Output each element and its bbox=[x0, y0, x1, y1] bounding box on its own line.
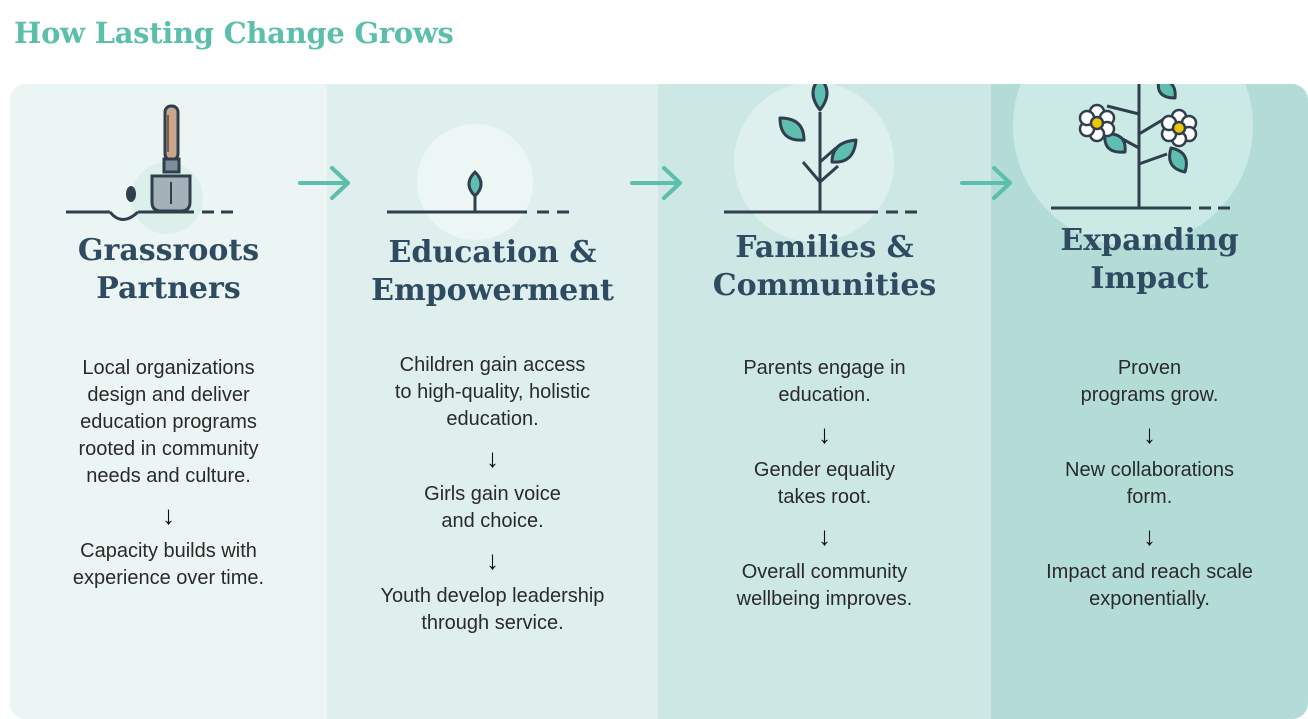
flow-arrow-icon bbox=[298, 166, 350, 200]
step-text: New collaborations form. bbox=[1065, 459, 1234, 508]
heading-line: Empowerment bbox=[371, 273, 614, 308]
step-text: Local organizations design and deliver e… bbox=[78, 357, 259, 487]
down-arrow-icon: ↓ bbox=[818, 419, 831, 449]
heading-line: Impact bbox=[1090, 261, 1209, 296]
step-text: Overall community wellbeing improves. bbox=[736, 561, 913, 610]
flow-arrow-icon bbox=[630, 166, 682, 200]
flowering-plant-icon bbox=[1013, 84, 1253, 246]
stage-heading-families: Families & Communities bbox=[658, 229, 991, 305]
stage-heading-education: Education & Empowerment bbox=[327, 234, 658, 310]
down-arrow-icon: ↓ bbox=[486, 545, 499, 575]
down-arrow-icon: ↓ bbox=[1143, 521, 1156, 551]
stage-steps-education: Children gain access to high-quality, ho… bbox=[327, 352, 658, 637]
step-text: Children gain access to high-quality, ho… bbox=[394, 354, 591, 430]
heading-line: Communities bbox=[712, 268, 937, 303]
heading-line: Families & bbox=[735, 230, 914, 265]
heading-line: Grassroots bbox=[77, 233, 260, 268]
step-text: Gender equality takes root. bbox=[753, 459, 896, 508]
step-text: Impact and reach scale exponentially. bbox=[1046, 561, 1253, 610]
trowel-planting-seed-icon bbox=[66, 104, 233, 234]
step-text: Capacity builds with experience over tim… bbox=[72, 540, 265, 589]
down-arrow-icon: ↓ bbox=[162, 500, 175, 530]
stage-panel-education: Education & Empowerment Children gain ac… bbox=[327, 84, 658, 719]
stage-heading-grassroots: Grassroots Partners bbox=[10, 232, 327, 308]
step-text: Girls gain voice and choice. bbox=[424, 483, 561, 532]
stage-panel-families: Families & Communities Parents engage in… bbox=[658, 84, 991, 719]
step-text: Parents engage in education. bbox=[743, 357, 906, 406]
down-arrow-icon: ↓ bbox=[818, 521, 831, 551]
stage-steps-impact: Proven programs grow. ↓ New collaboratio… bbox=[991, 355, 1308, 613]
flow-arrow-icon bbox=[960, 166, 1012, 200]
down-arrow-icon: ↓ bbox=[486, 443, 499, 473]
step-text: Youth develop leadership through service… bbox=[380, 585, 605, 634]
young-plant-icon bbox=[724, 84, 917, 242]
stage-steps-grassroots: Local organizations design and deliver e… bbox=[10, 355, 327, 592]
stage-heading-impact: Expanding Impact bbox=[991, 222, 1308, 298]
stage-panel-impact: Expanding Impact Proven programs grow. ↓… bbox=[991, 84, 1308, 719]
step-text: Proven programs grow. bbox=[1080, 357, 1219, 406]
stage-steps-families: Parents engage in education. ↓ Gender eq… bbox=[658, 355, 991, 613]
stage-panel-grassroots: Grassroots Partners Local organizations … bbox=[10, 84, 327, 719]
heading-line: Education & bbox=[388, 235, 597, 270]
heading-line: Partners bbox=[96, 271, 241, 306]
page-title: How Lasting Change Grows bbox=[14, 16, 454, 50]
heading-line: Expanding bbox=[1060, 223, 1239, 258]
stages-band: Grassroots Partners Local organizations … bbox=[10, 84, 1308, 719]
down-arrow-icon: ↓ bbox=[1143, 419, 1156, 449]
sprout-icon bbox=[387, 124, 569, 240]
